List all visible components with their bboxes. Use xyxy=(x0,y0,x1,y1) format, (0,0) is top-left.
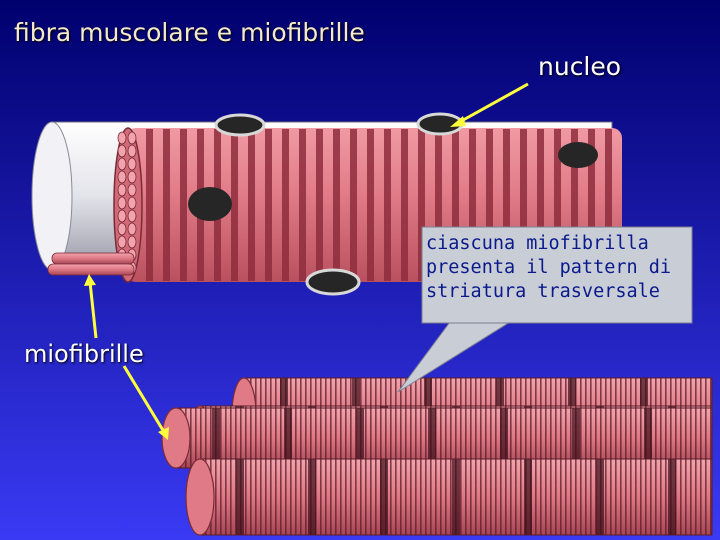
fiber-striations xyxy=(146,129,612,281)
nucleus-mid-2 xyxy=(558,142,598,168)
nucleus-bottom xyxy=(305,268,361,296)
label-nucleus: nucleo xyxy=(538,52,622,81)
label-myofibrils: miofibrille xyxy=(24,340,144,368)
nuclei xyxy=(188,112,598,296)
myofibril-arrowhead-down xyxy=(158,427,169,440)
myofibril-arrow-up xyxy=(88,281,98,339)
sarcolemma-end xyxy=(31,121,73,271)
myofibril-arrow-down xyxy=(122,365,166,433)
callout-box xyxy=(421,226,693,324)
arrows xyxy=(84,82,529,440)
callout-line-3: striatura trasversale xyxy=(426,281,660,302)
callout xyxy=(397,226,693,393)
protruding-myofibrils xyxy=(47,252,135,276)
myofibril-cylinders xyxy=(161,377,713,536)
callout-line-1: ciascuna miofibrilla xyxy=(426,233,649,254)
nucleus-mid-1 xyxy=(188,187,232,221)
myofibril-arrowhead-up xyxy=(84,274,96,286)
callout-line-2: presenta il pattern di xyxy=(426,257,672,278)
myofibril-3 xyxy=(161,407,713,469)
callout-text: ciascuna miofibrilla presenta il pattern… xyxy=(426,232,688,304)
nucleus-arrowhead xyxy=(450,116,466,127)
myofibril-4 xyxy=(185,458,713,536)
diagram-title: fibra muscolare e miofibrille xyxy=(14,18,365,47)
nucleus-top-1 xyxy=(214,113,266,137)
nucleus-arrow xyxy=(455,82,529,126)
